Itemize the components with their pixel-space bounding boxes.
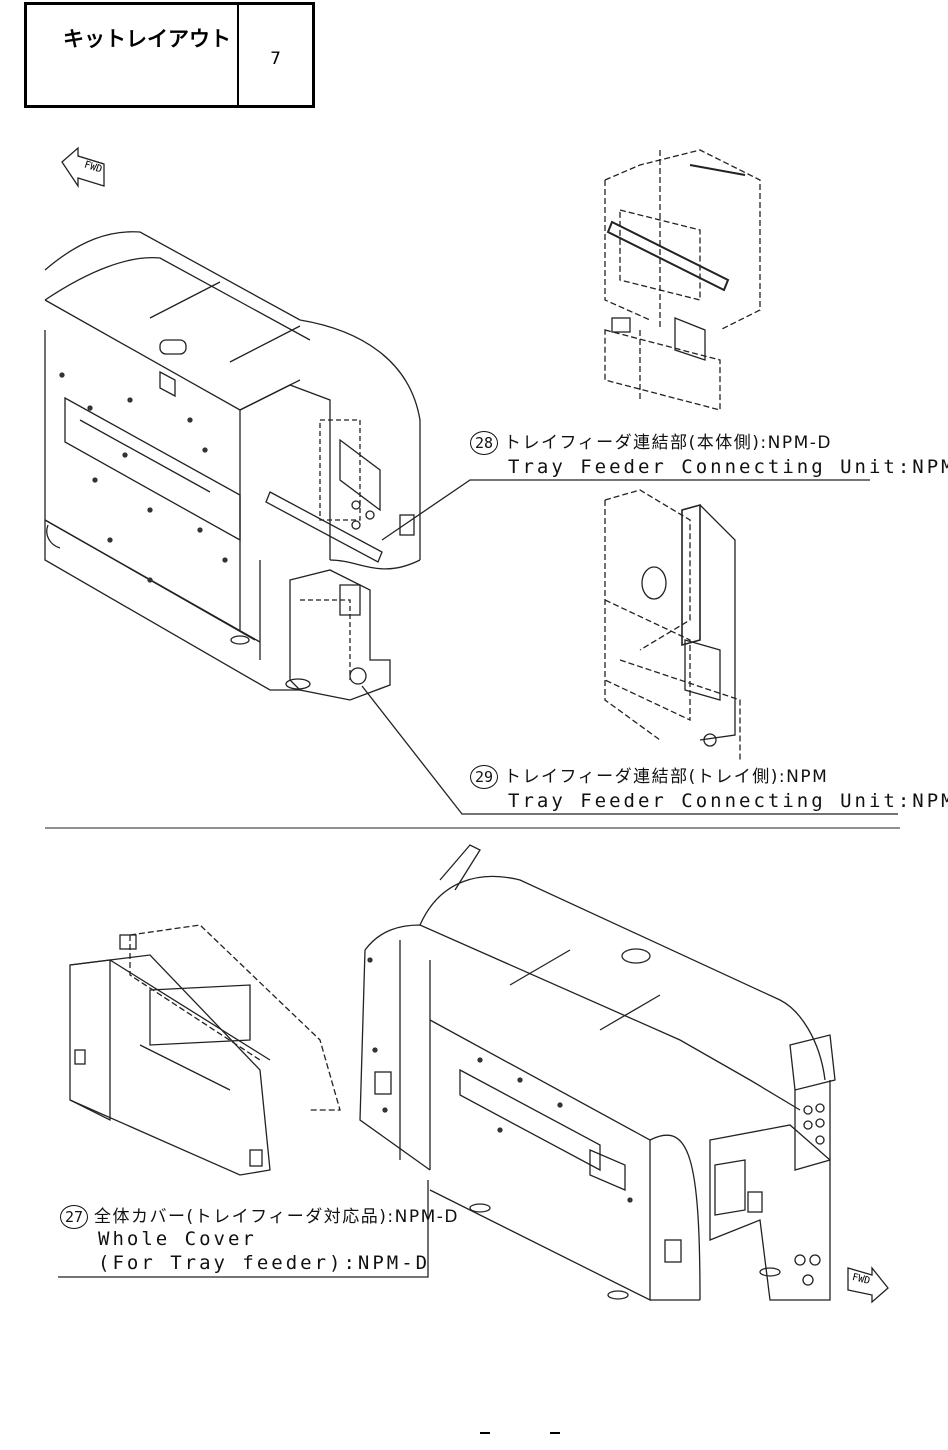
leader-lines-upper xyxy=(362,480,898,814)
callout-27: 27 全体カバー(トレイフィーダ対応品):NPM-D xyxy=(60,1205,459,1229)
footer-mark-right xyxy=(550,1432,560,1434)
callout-28-number: 28 xyxy=(470,431,498,455)
detail-29-column xyxy=(642,505,735,746)
callout-28-label-ja: トレイフィーダ連結部(本体側):NPM-D xyxy=(504,433,832,453)
callout-29-number: 29 xyxy=(470,765,498,789)
callout-27-label-en-2: (For Tray feeder):NPM-D xyxy=(98,1254,430,1273)
lower-machine-drawing xyxy=(360,845,835,1300)
detail-29-drawing xyxy=(605,490,740,760)
callout-28: 28 トレイフィーダ連結部(本体側):NPM-D xyxy=(470,431,832,455)
callout-29-label-en: Tray Feeder Connecting Unit:NPM xyxy=(508,792,948,811)
whole-cover-exploded-drawing xyxy=(70,925,340,1175)
callout-27-number: 27 xyxy=(60,1205,88,1229)
footer-mark-left xyxy=(480,1432,490,1434)
detail-28-drawing xyxy=(605,150,760,410)
callout-27-label-ja: 全体カバー(トレイフィーダ対応品):NPM-D xyxy=(94,1207,459,1227)
detail-28-rail xyxy=(608,165,745,360)
callout-29-label-ja: トレイフィーダ連結部(トレイ側):NPM xyxy=(504,767,828,787)
upper-machine-drawing xyxy=(45,232,420,700)
callout-29: 29 トレイフィーダ連結部(トレイ側):NPM xyxy=(470,765,828,789)
callout-27-label-en-1: Whole Cover xyxy=(98,1230,257,1249)
callout-28-label-en: Tray Feeder Connecting Unit:NPM-D xyxy=(508,458,948,477)
